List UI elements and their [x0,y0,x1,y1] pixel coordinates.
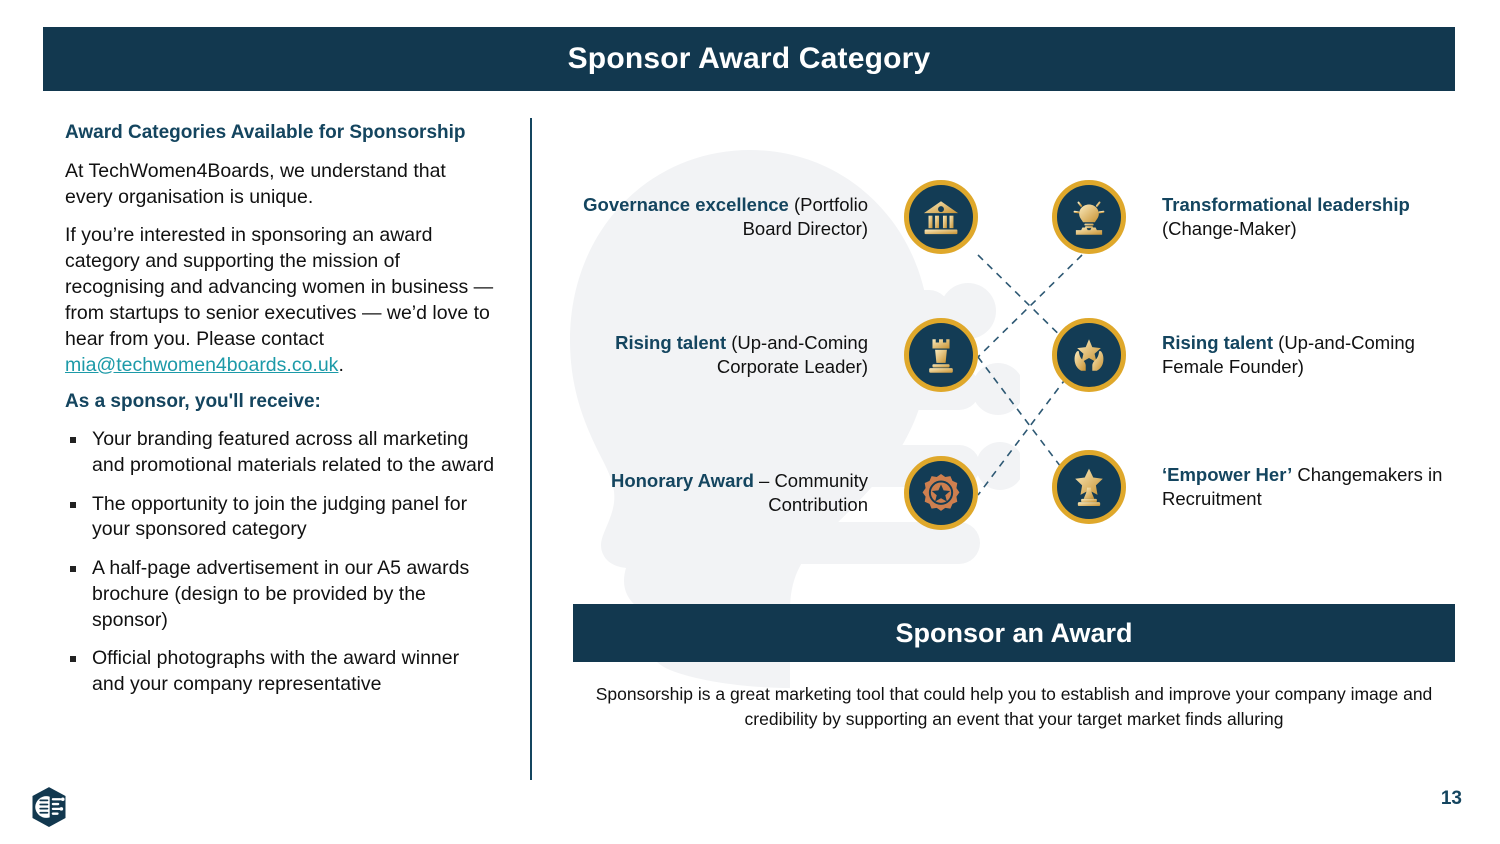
company-logo [32,787,66,827]
list-item: A half-page advertisement in our A5 awar… [65,556,495,633]
list-item: Official photographs with the award winn… [65,646,495,697]
node-empower-her-subtitle: Changemakers in Recruitment [1162,463,1443,509]
node-honorary-title: Honorary Award [610,469,754,491]
node-governance-title: Governance excellence [583,193,789,215]
page-number: 13 [1440,788,1462,809]
node-rising-corporate-subtitle: (Up-and-Coming Corporate Leader) [716,331,868,377]
node-transformational[interactable]: Transformational leadership (Change-Make… [1052,180,1470,254]
node-rising-corporate-label: Rising talent (Up-and-Coming Corporate L… [560,331,904,379]
list-item: Your branding featured across all market… [65,427,495,478]
node-rising-corporate-title: Rising talent [615,331,727,353]
node-transformational-subtitle: (Change-Maker) [1162,218,1297,239]
node-rising-founder-title: Rising talent [1162,331,1274,353]
sponsor-an-award-caption: Sponsorship is a great marketing tool th… [595,684,1433,730]
node-rising-founder-subtitle: (Up-and-Coming Female Founder) [1162,331,1415,377]
contact-email-link[interactable]: mia@techwomen4boards.co.uk [65,353,339,376]
node-honorary-label: Honorary Award – Community Contribution [560,469,904,517]
bank-columns-icon [904,180,978,254]
node-transformational-label: Transformational leadership (Change-Make… [1126,193,1470,241]
hands-star-icon [1052,318,1126,392]
slide-title-bar: Sponsor Award Category [43,27,1455,91]
left-paragraph-2: If you’re interested in sponsoring an aw… [65,223,495,379]
node-transformational-title: Transformational leadership [1162,193,1410,215]
node-empower-her-title: ‘Empower Her’ [1162,463,1293,485]
left-paragraph-1: At TechWomen4Boards, we understand that … [65,160,446,208]
award-categories-diagram: Governance excellence (Portfolio Board D… [560,150,1470,580]
chess-rook-icon [904,318,978,392]
list-item: The opportunity to join the judging pane… [65,492,495,543]
node-governance-label: Governance excellence (Portfolio Board D… [560,193,904,241]
lightbulb-gear-icon [1052,180,1126,254]
node-rising-corporate[interactable]: Rising talent (Up-and-Coming Corporate L… [560,318,978,392]
paragraph-2-text: If you’re interested in sponsoring an aw… [65,223,494,350]
node-governance[interactable]: Governance excellence (Portfolio Board D… [560,180,978,254]
paragraph-2-tail: . [338,353,344,376]
node-empower-her[interactable]: ‘Empower Her’ Changemakers in Recruitmen… [1052,450,1470,524]
trophy-star-icon [1052,450,1126,524]
left-heading: Award Categories Available for Sponsorsh… [65,122,466,143]
node-rising-founder-label: Rising talent (Up-and-Coming Female Foun… [1126,331,1470,379]
sponsor-an-award-title: Sponsor an Award [895,617,1133,648]
node-rising-founder[interactable]: Rising talent (Up-and-Coming Female Foun… [1052,318,1470,392]
sponsor-an-award-band: Sponsor an Award [573,604,1455,662]
sponsor-benefits-list: Your branding featured across all market… [65,427,495,698]
node-honorary-subtitle: – Community Contribution [753,469,868,515]
left-text-column: Award Categories Available for Sponsorsh… [65,120,495,711]
page-title: Sponsor Award Category [567,42,931,75]
vertical-divider [530,118,532,780]
node-honorary[interactable]: Honorary Award – Community Contribution [560,456,978,530]
left-subheading: As a sponsor, you'll receive: [65,391,321,413]
node-governance-subtitle: (Portfolio Board Director) [742,193,868,239]
medal-star-icon [904,456,978,530]
node-empower-her-label: ‘Empower Her’ Changemakers in Recruitmen… [1126,463,1470,511]
